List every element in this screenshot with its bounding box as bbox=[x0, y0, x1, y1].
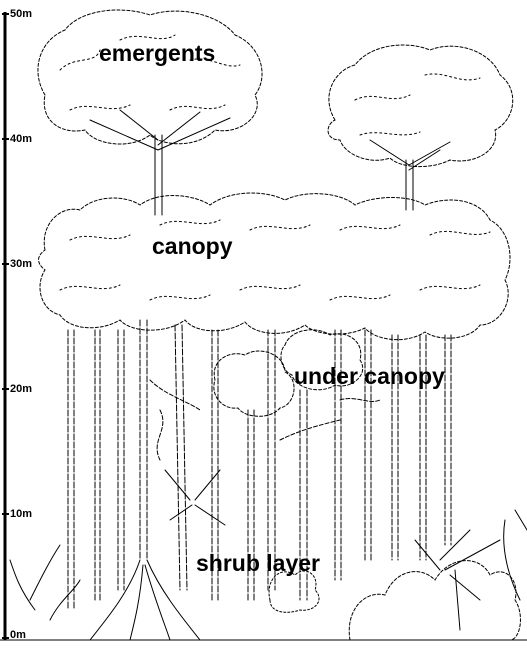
scale-tick-10m: 10m bbox=[10, 508, 33, 520]
emergent-tree-right bbox=[327, 44, 514, 211]
scale-tick-0m: 0m bbox=[10, 629, 26, 641]
scale-tick-20m: 20m bbox=[10, 383, 33, 395]
emergent-tree-left bbox=[37, 9, 263, 216]
scale-tick-50m: 50m bbox=[10, 8, 33, 20]
canopy-crowns bbox=[38, 192, 511, 341]
lianas bbox=[149, 379, 381, 461]
under-canopy-crowns bbox=[213, 329, 363, 417]
layer-label-canopy: canopy bbox=[152, 233, 233, 259]
layer-label-under-canopy: under canopy bbox=[294, 363, 445, 389]
layer-label-shrub-layer: shrub layer bbox=[196, 550, 320, 576]
height-scale bbox=[2, 12, 9, 640]
shrubs bbox=[9, 469, 527, 641]
tree-trunks bbox=[67, 319, 452, 611]
scale-tick-40m: 40m bbox=[10, 133, 33, 145]
buttress-roots bbox=[89, 559, 201, 641]
layer-label-emergents: emergents bbox=[99, 40, 216, 66]
scale-tick-30m: 30m bbox=[10, 258, 33, 270]
